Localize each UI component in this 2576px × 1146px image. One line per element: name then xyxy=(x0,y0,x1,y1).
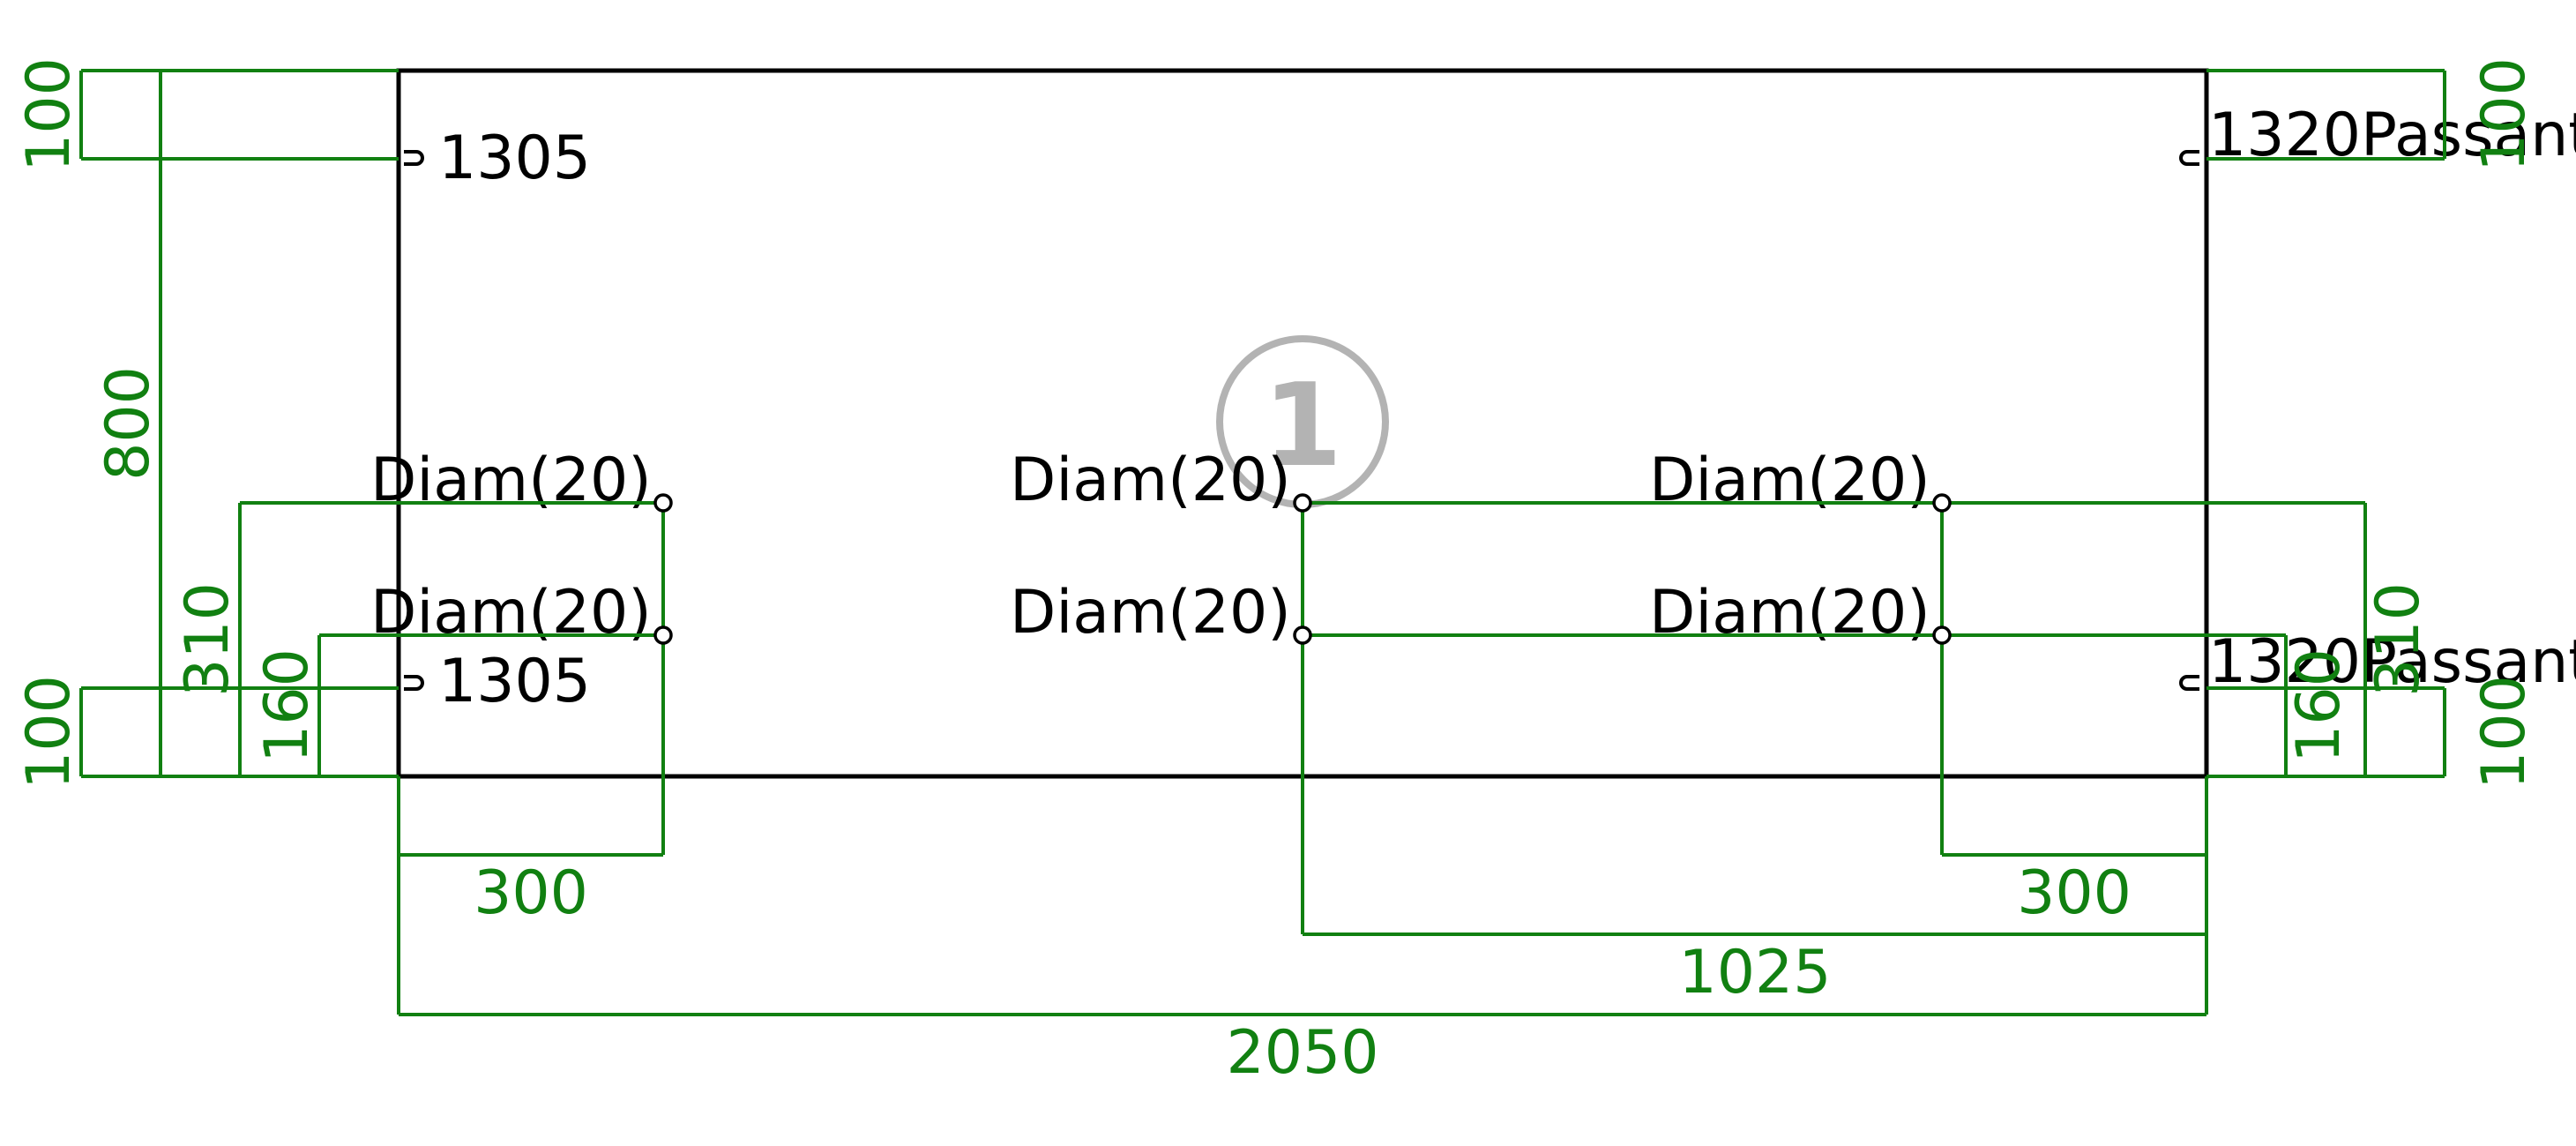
hole-label: Diam(20) xyxy=(1649,578,1930,648)
hinge-symbol-left-top xyxy=(404,150,424,166)
hinge-note-left-top: 1305 xyxy=(438,124,591,193)
hole-marker xyxy=(653,493,673,513)
part-marker-number: 1 xyxy=(1263,358,1342,492)
hole-marker xyxy=(653,625,673,645)
hinge-markers: 1305 1305 1320Passant 1320Passant xyxy=(404,101,2576,716)
dim-text-left-bottom-100: 100 xyxy=(14,675,84,790)
hole-label: Diam(20) xyxy=(370,446,652,515)
dim-line-bottom-right-300 xyxy=(1940,503,2206,857)
dim-text-left-160: 160 xyxy=(252,648,322,763)
hinge-symbol-right-top xyxy=(2179,150,2199,166)
dim-line-bottom-2050 xyxy=(397,776,2208,1016)
dim-text-bottom-1025: 1025 xyxy=(1678,938,1831,1007)
dim-text-right-bottom-100: 100 xyxy=(2469,675,2539,790)
dim-line-left-160 xyxy=(317,633,663,776)
dim-line-right-160 xyxy=(1942,633,2288,776)
hole-label: Diam(20) xyxy=(370,578,652,648)
hinge-note-left-bottom: 1305 xyxy=(438,647,591,716)
hole-marker xyxy=(1932,493,1952,513)
hole-labels: Diam(20) Diam(20) Diam(20) Diam(20) Diam… xyxy=(370,446,1930,648)
dim-text-left-800: 800 xyxy=(93,366,163,481)
hole-label: Diam(20) xyxy=(1010,578,1291,648)
dim-line-left-top-100 xyxy=(79,69,399,161)
hinge-symbol-right-bottom xyxy=(2179,675,2199,691)
dim-text-left-top-100: 100 xyxy=(14,57,84,172)
dim-line-left-310 xyxy=(238,501,663,776)
hole-marker xyxy=(1293,625,1312,645)
dimension-texts: 100 800 310 160 100 100 310 160 100 300 … xyxy=(14,57,2539,1088)
dim-line-right-310 xyxy=(1942,501,2367,776)
dim-text-bottom-right-300: 300 xyxy=(2017,858,2132,928)
dim-text-right-310: 310 xyxy=(2363,582,2433,697)
dim-text-bottom-left-300: 300 xyxy=(474,858,588,928)
dim-text-left-310: 310 xyxy=(173,582,243,697)
hinge-symbol-left-bottom xyxy=(404,675,424,691)
dim-text-right-top-100: 100 xyxy=(2469,57,2539,172)
hole-marker xyxy=(1932,625,1952,645)
dim-text-right-160: 160 xyxy=(2284,648,2354,763)
dim-line-right-bottom-100 xyxy=(2206,686,2446,778)
hole-label: Diam(20) xyxy=(1010,446,1291,515)
holes xyxy=(653,493,1952,645)
hole-marker xyxy=(1293,493,1312,513)
dim-line-right-top-100 xyxy=(2206,69,2446,161)
hole-label: Diam(20) xyxy=(1649,446,1930,515)
dim-text-bottom-2050: 2050 xyxy=(1226,1018,1378,1088)
hinge-note-right-bottom: 1320Passant xyxy=(2208,627,2576,697)
dim-line-bottom-1025 xyxy=(1301,501,2206,936)
dimension-lines xyxy=(79,69,2446,1016)
